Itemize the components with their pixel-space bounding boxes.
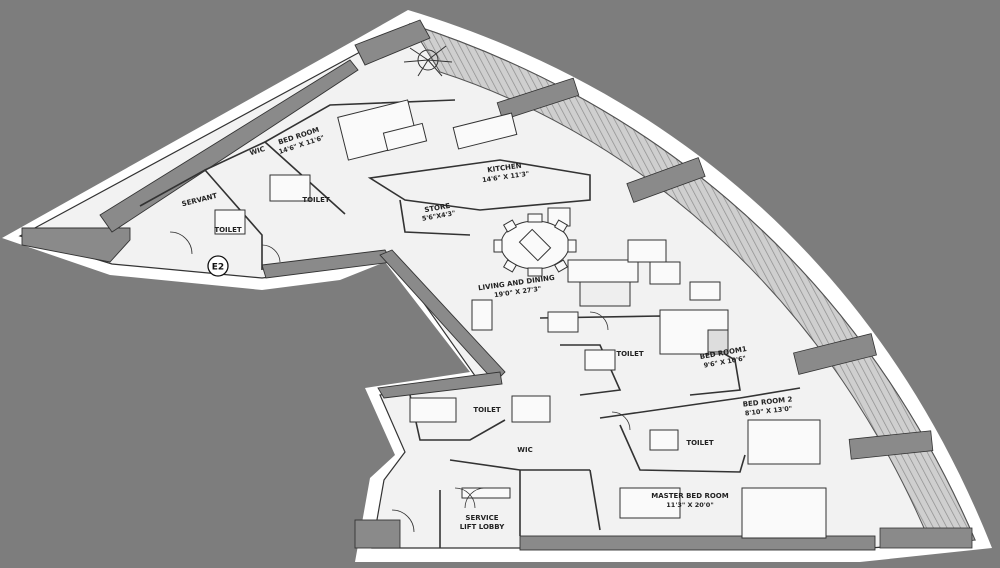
doors (169, 231, 631, 533)
furniture (214, 99, 827, 539)
balcony-columns (496, 77, 973, 549)
room-labels: BED ROOM 14'6" X 11'6" WIC SERVANT TOILE… (181, 126, 793, 531)
toilet-b2-label: TOILET (686, 439, 714, 447)
plant-icon (403, 45, 453, 77)
lobby-name: SERVICE (465, 514, 498, 522)
master-bed (741, 487, 827, 539)
unit-tag-label: E2 (212, 263, 224, 273)
toilet-top-label: TOILET (302, 196, 330, 204)
dining-table (493, 213, 577, 277)
toilet-servant-label: TOILET (214, 226, 242, 234)
unit-tag: E2 (207, 255, 229, 277)
balcony-deck (408, 23, 976, 543)
bed-room2-bed (747, 419, 821, 465)
toilet-master-label: TOILET (473, 406, 501, 414)
toilet-mid-label: TOILET (616, 350, 644, 358)
wic-master-label: WIC (517, 446, 532, 454)
sofa (567, 259, 639, 283)
walls (21, 19, 876, 551)
master-name: MASTER BED ROOM (651, 492, 728, 500)
lobby-name2: LIFT LOBBY (460, 523, 506, 531)
partitions (139, 99, 801, 548)
master-dim: 11'3" X 20'0" (666, 501, 713, 509)
